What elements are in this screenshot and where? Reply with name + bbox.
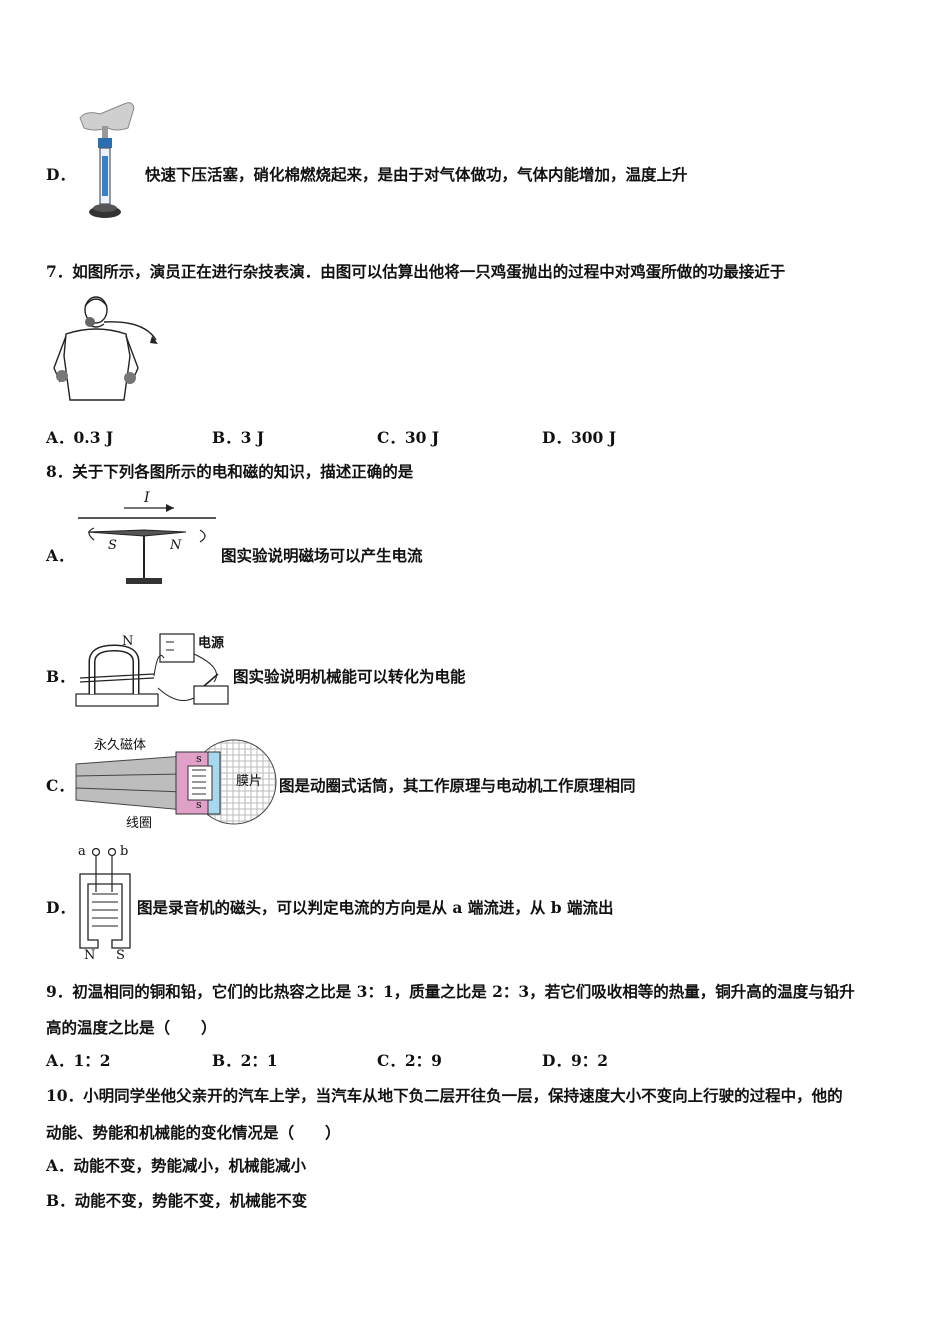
q9-option-a: A．1：2 (46, 1051, 111, 1070)
q8-stem: 8．关于下列各图所示的电和磁的知识，描述正确的是 (46, 462, 414, 481)
pump-figure (72, 98, 138, 230)
north-label: N (84, 948, 96, 963)
oersted-figure: I S N (74, 490, 219, 590)
terminal-a-label: a (78, 844, 86, 859)
q7-option-c: C．30 J (377, 428, 440, 447)
magnet-label: 永久磁体 (94, 738, 147, 753)
q8-option-c-label: C． (46, 776, 74, 795)
q9-stem-line1: 9．初温相同的铜和铅，它们的比热容之比是 3：1，质量之比是 2：3，若它们吸收… (46, 982, 855, 1001)
south-label: S (116, 948, 125, 963)
q8-option-d-label: D． (46, 898, 75, 917)
s-top-label: s (196, 752, 202, 765)
terminal-b-label: b (120, 844, 129, 859)
q8-option-a-text: 图实验说明磁场可以产生电流 (221, 546, 423, 565)
q7-option-a: A．0.3 J (46, 428, 114, 447)
q10-option-b: B．动能不变，势能不变，机械能不变 (46, 1191, 308, 1210)
q7-option-b: B．3 J (212, 428, 265, 447)
q9-option-d: D．9：2 (542, 1051, 609, 1070)
q9-option-c: C．2：9 (377, 1051, 442, 1070)
north-label: N (170, 538, 182, 553)
juggler-figure (44, 290, 164, 410)
s-bottom-label: s (196, 798, 202, 811)
microphone-figure: 永久磁体 膜片 线圈 s s (74, 734, 278, 831)
current-label: I (144, 490, 150, 506)
q6-option-d-text: 快速下压活塞，硝化棉燃烧起来，是由于对气体做功，气体内能增加，温度上升 (145, 165, 688, 184)
tape-head-figure: a b N S (74, 844, 136, 964)
q10-option-a: A．动能不变，势能减小，机械能减小 (46, 1156, 307, 1175)
q8-option-d-text: 图是录音机的磁头，可以判定电流的方向是从 a 端流进，从 b 端流出 (137, 898, 614, 917)
q8-option-b-text: 图实验说明机械能可以转化为电能 (233, 667, 466, 686)
q9-option-b: B．2：1 (212, 1051, 278, 1070)
q10-stem-line1: 10．小明同学坐他父亲开的汽车上学，当汽车从地下负二层开往负一层，保持速度大小不… (46, 1086, 843, 1105)
q7-option-d: D．300 J (542, 428, 617, 447)
power-label: 电源 (198, 636, 225, 651)
q10-stem-line2: 动能、势能和机械能的变化情况是（ ） (46, 1123, 341, 1142)
south-label: S (108, 538, 117, 553)
q8-option-c-text: 图是动圈式话筒，其工作原理与电动机工作原理相同 (279, 776, 636, 795)
q8-option-b-label: B． (46, 667, 75, 686)
north-label: N (122, 634, 134, 649)
coil-label: 线圈 (126, 816, 153, 831)
diaphragm-label: 膜片 (236, 774, 263, 789)
q9-stem-line2: 高的温度之比是（ ） (46, 1018, 217, 1037)
motor-experiment-figure: N 电源 (74, 628, 234, 712)
q6-option-d-label: D． (46, 165, 75, 184)
q8-option-a-label: A． (46, 546, 74, 565)
q7-stem: 7．如图所示，演员正在进行杂技表演．由图可以估算出他将一只鸡蛋抛出的过程中对鸡蛋… (46, 262, 786, 281)
